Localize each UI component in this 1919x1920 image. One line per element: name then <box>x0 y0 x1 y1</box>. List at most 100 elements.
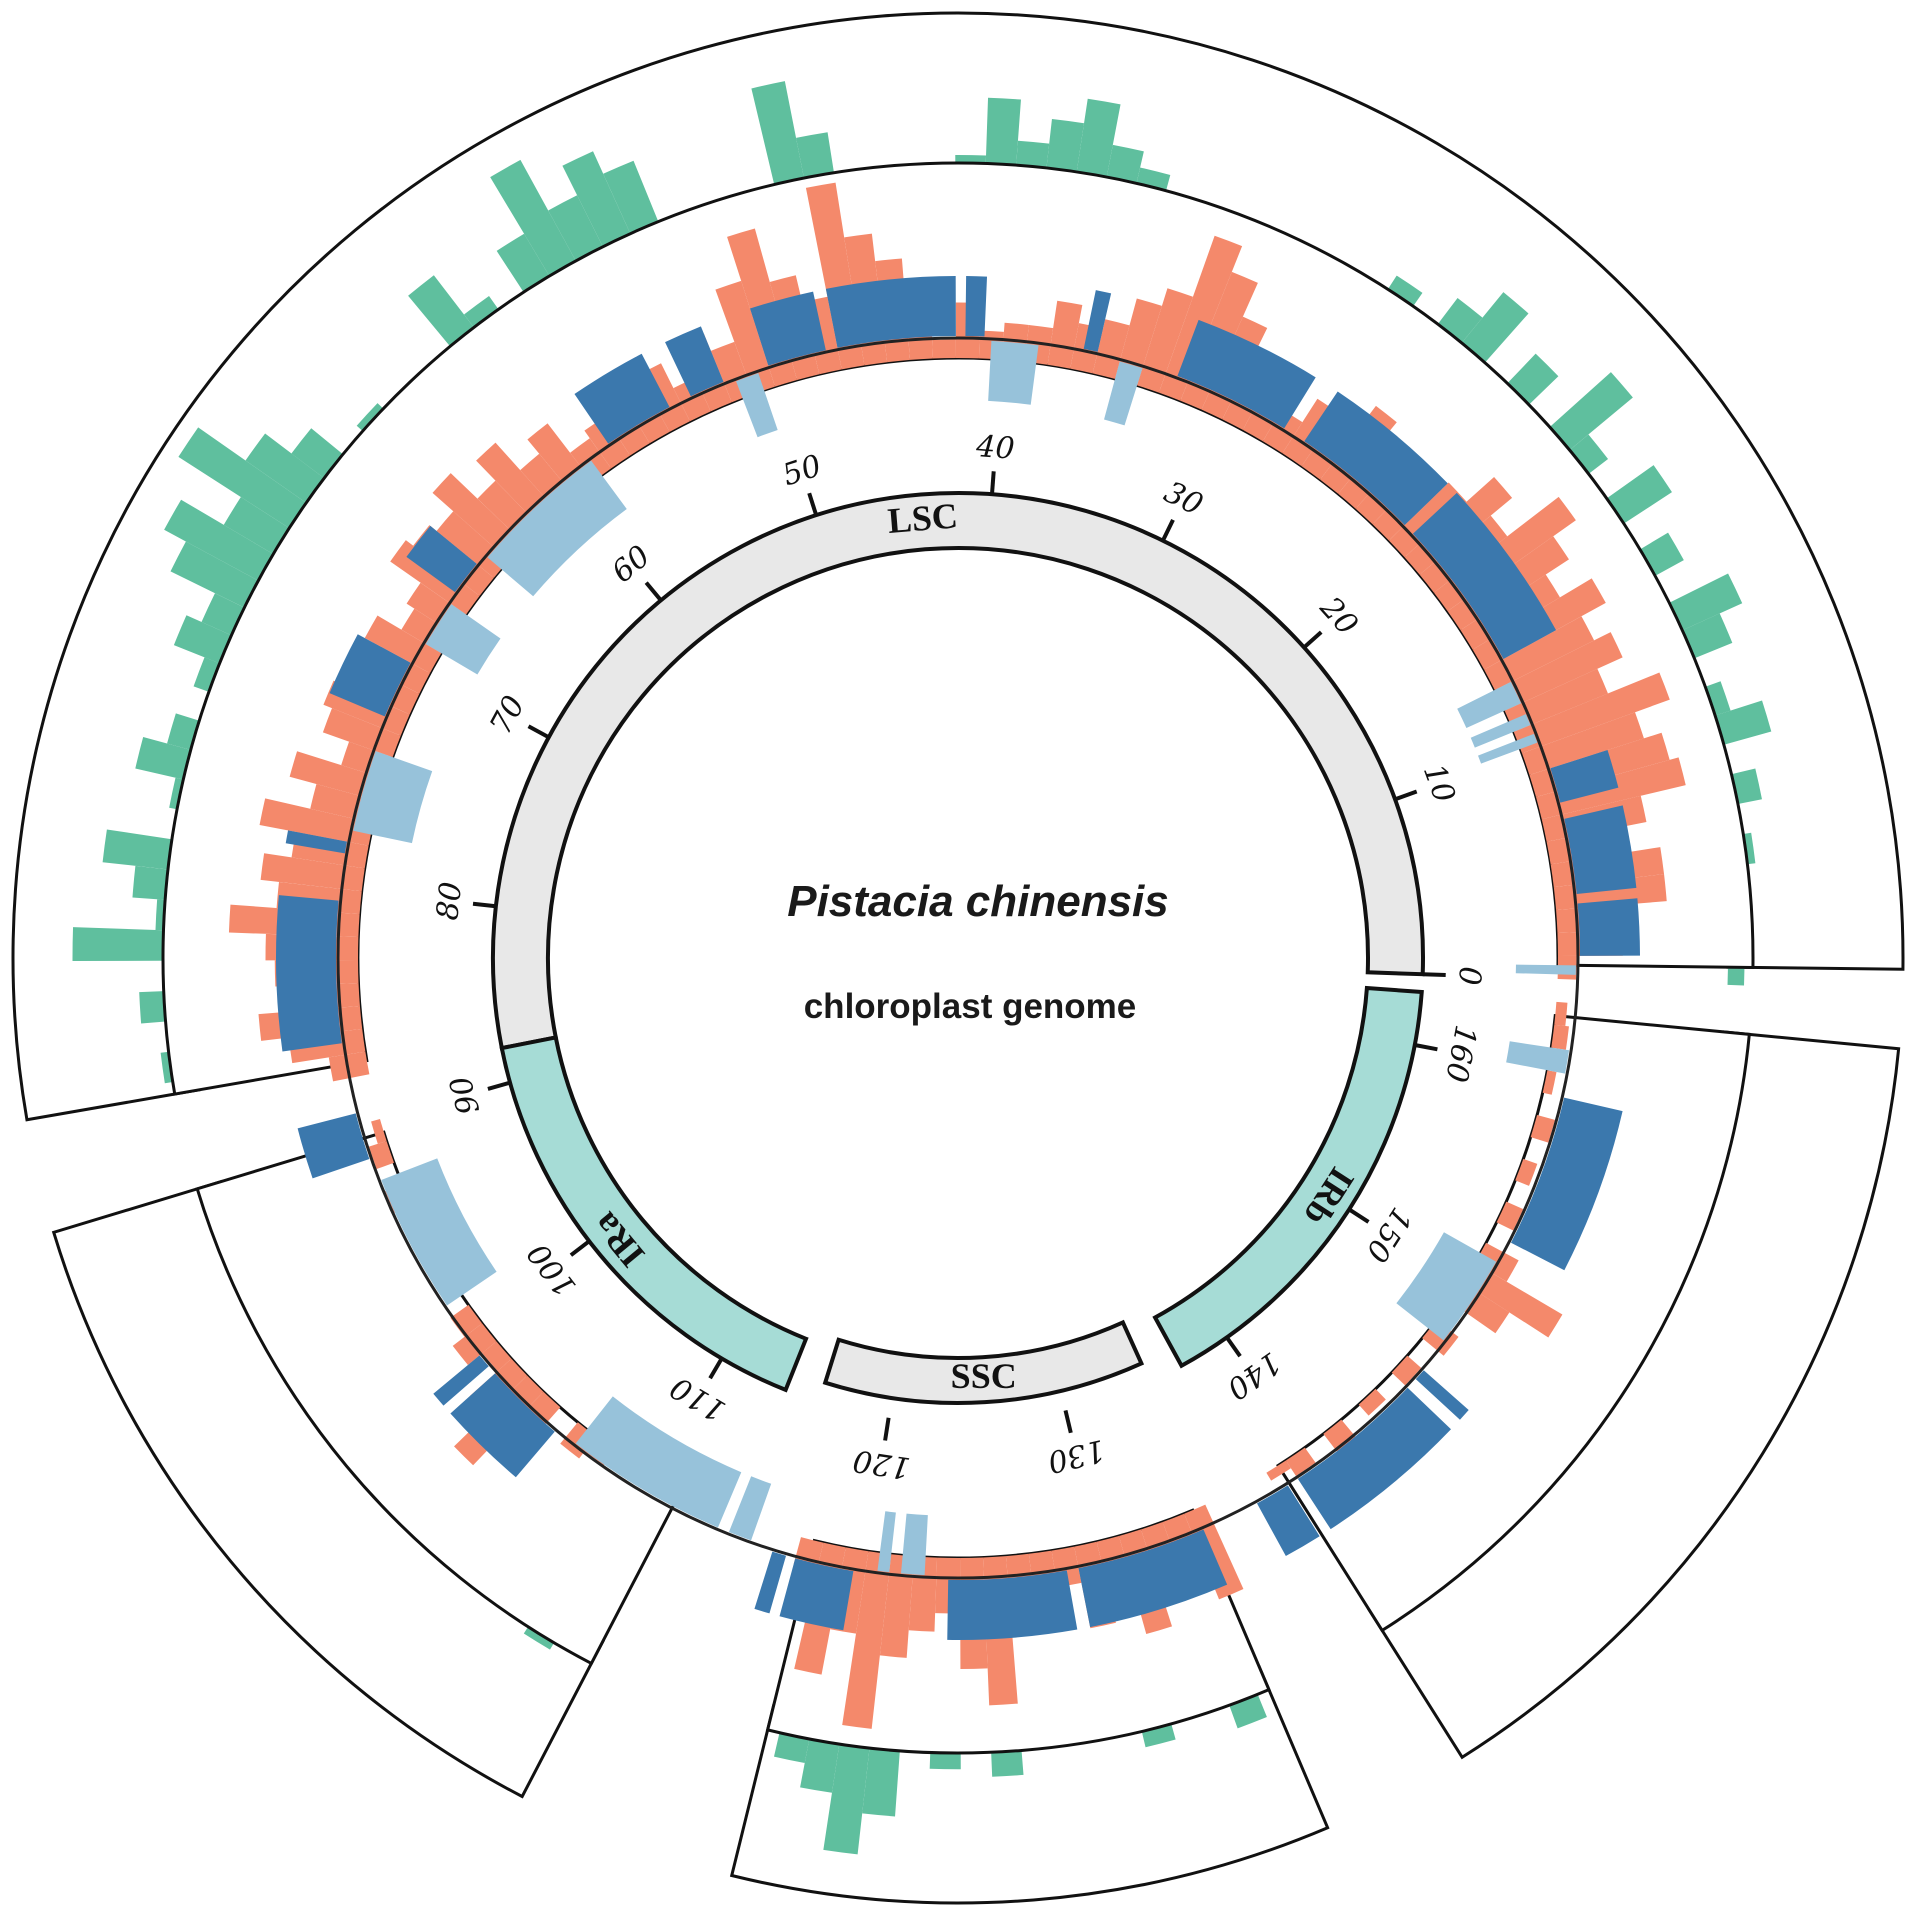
gene-block <box>285 830 347 854</box>
tick-label: 120 <box>851 1442 913 1485</box>
tick-label: 160 <box>1438 1022 1483 1085</box>
gene-block <box>1470 714 1531 748</box>
gene-block <box>329 634 411 717</box>
gene-block <box>825 276 956 348</box>
tick-label: 10 <box>1416 760 1462 808</box>
gene-block <box>1564 805 1637 895</box>
tick-label: 0 <box>1451 966 1487 986</box>
green-bar <box>178 427 327 542</box>
orange-bar <box>842 1551 892 1729</box>
gene-block <box>1550 750 1619 803</box>
tick-label: 110 <box>665 1369 732 1428</box>
tick-label: 140 <box>1220 1344 1287 1406</box>
tick-mark <box>1225 1336 1242 1358</box>
orange-bar <box>879 1554 915 1658</box>
gene-block <box>947 1570 1078 1641</box>
orange-bar <box>322 708 401 758</box>
orange-bar <box>328 1051 370 1082</box>
tick-label: 130 <box>1044 1432 1108 1479</box>
green-bar <box>751 81 809 209</box>
gene-block <box>574 353 670 444</box>
tick-mark <box>1422 972 1446 977</box>
gene-block <box>1396 1232 1497 1341</box>
orange-bar <box>368 1140 395 1170</box>
orange-bar <box>1266 1460 1291 1481</box>
gene-track <box>276 276 1640 1641</box>
tick-mark <box>1063 1409 1073 1434</box>
gene-block <box>1515 964 1576 975</box>
gene-block <box>736 373 778 438</box>
gene-block <box>1511 1097 1623 1271</box>
tick-label: 150 <box>1358 1201 1418 1268</box>
gene-block <box>750 291 826 366</box>
tick-label: 30 <box>1159 475 1209 523</box>
tick-mark <box>990 471 996 495</box>
orange-bar <box>1542 1070 1557 1095</box>
tick-mark <box>1414 1043 1438 1052</box>
gene-block <box>1083 290 1112 352</box>
tick-mark <box>1394 789 1418 802</box>
tick-label: 50 <box>779 448 826 493</box>
tick-mark <box>487 1080 511 1091</box>
region-label: SSC <box>951 1356 1017 1396</box>
orange-bar <box>1158 235 1243 401</box>
orange-bar <box>1047 300 1083 369</box>
tick-mark <box>807 492 819 516</box>
gene-block <box>406 525 477 593</box>
tick-label: 90 <box>443 1072 487 1118</box>
genome-subtitle: chloroplast genome <box>804 987 1137 1026</box>
gene-block <box>353 751 433 844</box>
tick-label: 60 <box>605 539 657 590</box>
gene-block <box>988 340 1039 405</box>
orange-bar <box>932 339 956 359</box>
gene-block <box>1257 1485 1320 1557</box>
genome-title: Pistacia chinensis <box>787 877 1169 926</box>
gene-block <box>487 460 627 597</box>
region-irb <box>1152 985 1424 1369</box>
tick-label: 100 <box>521 1236 584 1303</box>
gene-block <box>276 895 342 1052</box>
orange-bar <box>1484 616 1595 690</box>
gene-block <box>1297 1387 1451 1530</box>
green-bar <box>823 1719 873 1855</box>
gene-block <box>900 1513 928 1576</box>
gene-block <box>965 276 988 337</box>
orange-bar <box>1554 1001 1568 1027</box>
orange-bar <box>1515 1158 1538 1186</box>
gene-block <box>754 1551 787 1614</box>
gene-block <box>877 1511 896 1573</box>
gene-block <box>1577 898 1640 956</box>
orange-bar <box>1530 1115 1555 1143</box>
tick-label: 70 <box>483 690 532 740</box>
orange-bar <box>1551 1024 1569 1050</box>
orange-bar <box>260 853 365 892</box>
orange-bar <box>482 1341 512 1372</box>
tick-mark <box>644 581 663 602</box>
green-bar <box>72 927 189 962</box>
region-ssc <box>822 1319 1145 1405</box>
gene-block <box>779 1558 854 1631</box>
green-bar <box>164 499 295 593</box>
orange-bar <box>1092 319 1130 379</box>
tick-mark <box>1348 1207 1370 1224</box>
gene-block <box>450 1373 555 1478</box>
gene-block <box>1457 681 1522 729</box>
orange-bar <box>1323 1419 1356 1452</box>
gene-block <box>297 1113 370 1179</box>
region-label: LSC <box>886 495 959 540</box>
gene-block <box>425 604 501 675</box>
tick-label: 40 <box>974 429 1016 467</box>
gene-block <box>1078 1529 1228 1628</box>
gene-block <box>1304 391 1448 526</box>
orange-bar <box>1494 632 1623 711</box>
gene-block <box>575 1396 742 1528</box>
orange-bar <box>450 1304 483 1337</box>
orange-bar <box>584 416 631 469</box>
region-ira <box>499 1035 809 1393</box>
orange-bar <box>1388 482 1467 558</box>
orange-bar <box>1137 288 1193 393</box>
tick-mark <box>1161 519 1175 542</box>
tick-mark <box>1302 630 1323 649</box>
orange-track-frames <box>161 161 1755 1755</box>
